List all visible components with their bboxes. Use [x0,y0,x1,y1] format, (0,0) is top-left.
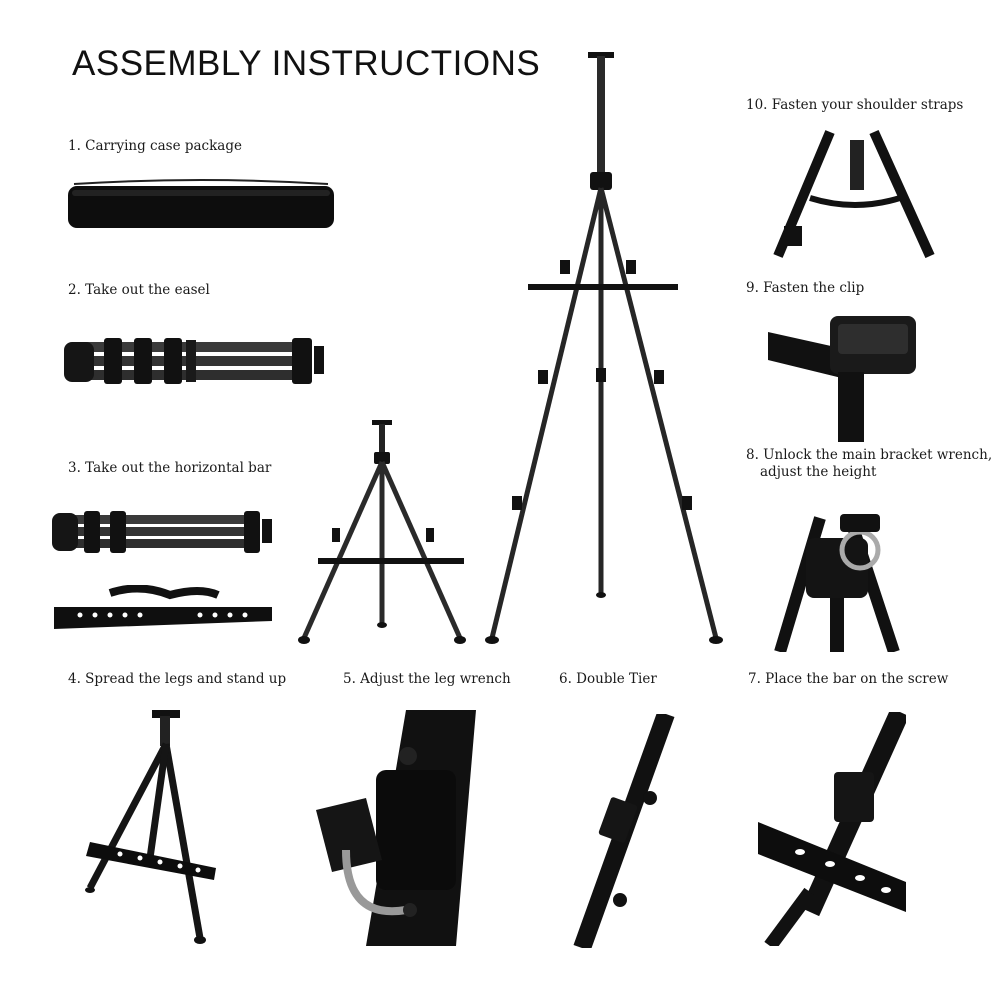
step-9-label: 9. Fasten the clip [746,280,865,296]
step-10-label: 10. Fasten your shoulder straps [746,97,964,113]
shoulder-straps-image [770,126,940,258]
clip-image [768,312,923,442]
step-8-label-line2: adjust the height [760,464,877,480]
bar-on-screw-image [750,712,906,946]
step-8-label: 8. Unlock the main bracket wrench, [746,447,993,463]
bracket-wrench-image [770,498,902,652]
horizontal-bar-image [50,585,276,635]
folded-easel-image [64,332,326,388]
page-title: ASSEMBLY INSTRUCTIONS [72,44,541,83]
spread-legs-image [80,708,230,944]
easel-tall-image [476,48,732,648]
easel-small-image [292,418,472,648]
step-6-label: 6. Double Tier [559,671,657,687]
step-2-label: 2. Take out the easel [68,282,210,298]
step-4-label: 4. Spread the legs and stand up [68,671,287,687]
carrying-case-image [66,178,336,232]
leg-wrench-image [306,710,486,946]
step-7-label: 7. Place the bar on the screw [748,671,949,687]
step-5-label: 5. Adjust the leg wrench [343,671,511,687]
double-tier-image [564,714,686,948]
step-1-label: 1. Carrying case package [68,138,242,154]
folded-easel-small-image [48,505,274,555]
step-3-label: 3. Take out the horizontal bar [68,460,272,476]
